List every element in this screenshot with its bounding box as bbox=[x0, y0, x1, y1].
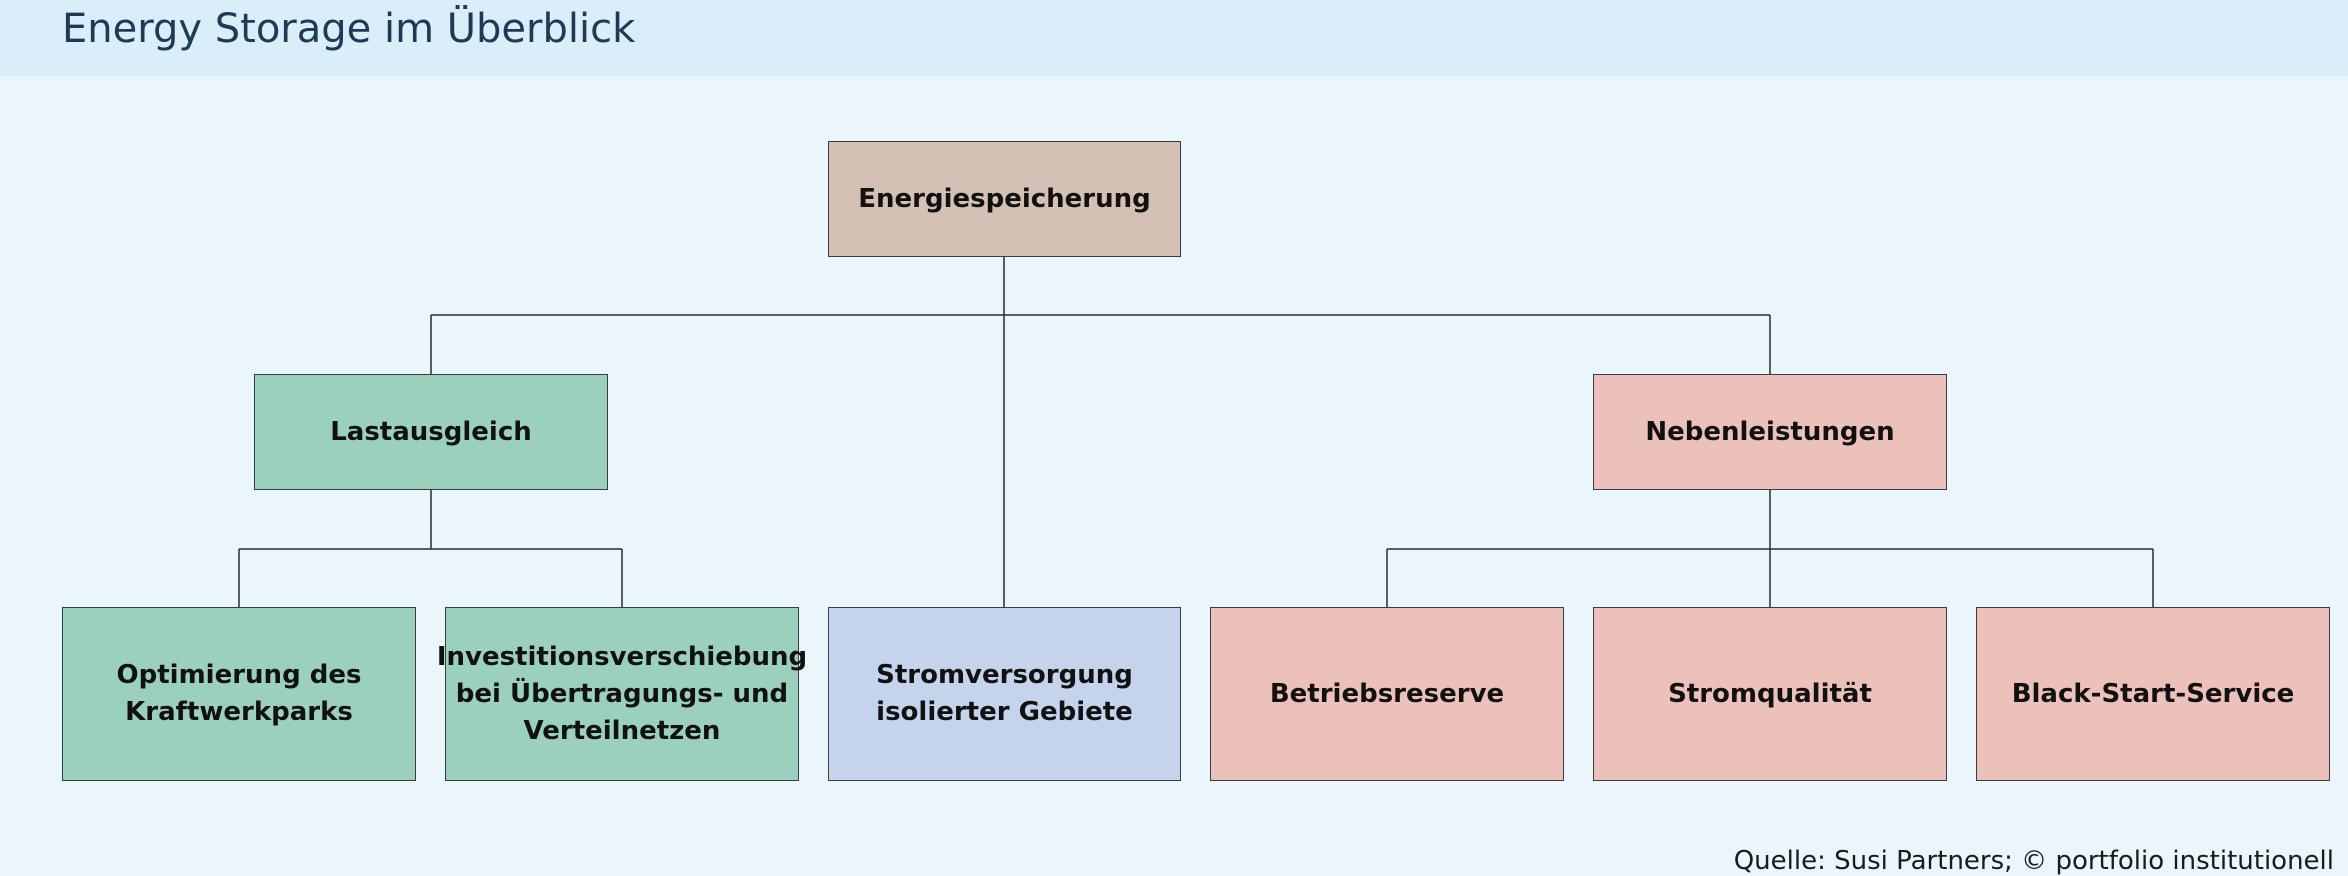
header-bar: Energy Storage im Überblick bbox=[0, 0, 2348, 76]
node-optimierung-kraftwerkpark: Optimierung des Kraftwerkparks bbox=[62, 607, 416, 781]
node-stromversorgung-isolierter-gebiete: Stromversorgung isolierter Gebiete bbox=[828, 607, 1181, 781]
node-energiespeicherung: Energiespeicherung bbox=[828, 141, 1181, 257]
node-nebenleistungen: Nebenleistungen bbox=[1593, 374, 1947, 490]
source-caption: Quelle: Susi Partners; © portfolio insti… bbox=[1733, 846, 2334, 876]
node-black-start-service: Black-Start-Service bbox=[1976, 607, 2330, 781]
node-lastausgleich: Lastausgleich bbox=[254, 374, 608, 490]
node-betriebsreserve: Betriebsreserve bbox=[1210, 607, 1564, 781]
page-title: Energy Storage im Überblick bbox=[62, 6, 636, 52]
node-investitionsverschiebung: Investitionsverschiebung bei Übertragung… bbox=[437, 607, 807, 781]
node-stromqualitaet: Stromqualität bbox=[1593, 607, 1947, 781]
